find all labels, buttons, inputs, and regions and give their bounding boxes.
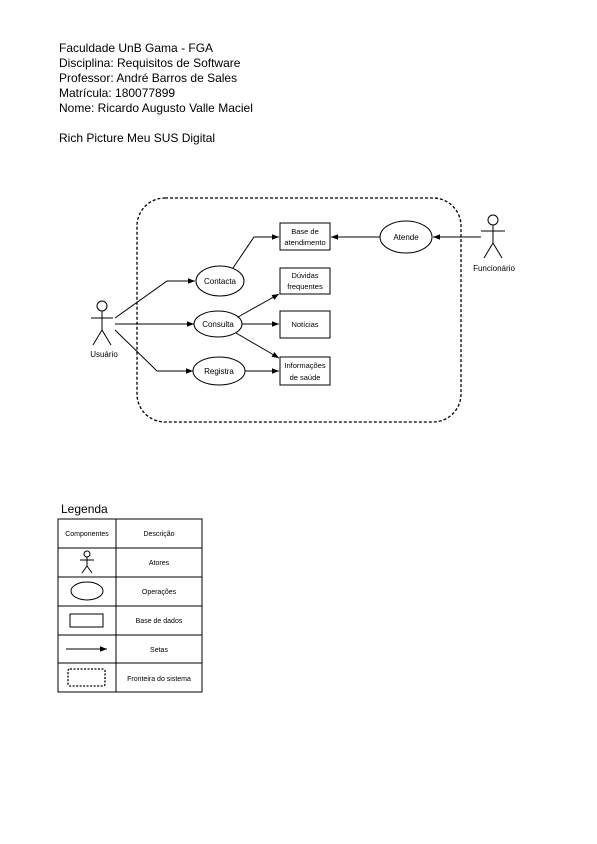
legend-row-arrows: Setas — [150, 647, 168, 654]
legend-row-database: Base de dados — [136, 618, 183, 625]
legend-actor-icon — [80, 550, 94, 574]
legend-row-operations: Operações — [142, 589, 177, 596]
contacta-label: Contacta — [204, 277, 237, 286]
header-discipline: Disciplina: Requisitos de Software — [59, 56, 241, 70]
atende-label: Atende — [393, 233, 419, 242]
usuario-label: Usuário — [90, 350, 118, 359]
registra-label: Registra — [204, 367, 234, 376]
base-atendimento-database — [279, 222, 331, 251]
arrow-usuario-registra — [114, 329, 193, 374]
legend-table: Componentes Descrição Atores Operações B… — [57, 518, 203, 693]
contacta-operation — [195, 265, 245, 297]
duvidas-label-1: Dúvidas — [291, 271, 318, 280]
legend-row-boundary: Fronteira do sistema — [127, 676, 191, 683]
legend-boundary-icon — [67, 668, 106, 687]
legend-database-icon — [69, 613, 104, 628]
arrow-usuario-contacta — [114, 278, 195, 319]
header-professor: Professor: André Barros de Sales — [59, 71, 238, 85]
noticias-database — [279, 310, 331, 339]
consulta-label: Consulta — [202, 320, 234, 329]
informacoes-label-1: Informações — [284, 361, 326, 370]
base-atendimento-label-2: atendimento — [284, 238, 325, 247]
header-name: Nome: Ricardo Augusto Valle Maciel — [59, 101, 253, 115]
document-title: Rich Picture Meu SUS Digital — [59, 131, 216, 145]
duvidas-database — [279, 267, 331, 295]
noticias-label: Notícias — [291, 320, 318, 329]
funcionario-label: Funcionário — [473, 264, 515, 273]
duvidas-label-2: frequentes — [287, 282, 323, 291]
rich-picture-diagram: Usuário Funcionário Contacta Consulta Re… — [90, 197, 515, 423]
legend-header-description: Descrição — [143, 531, 174, 538]
funcionario-actor-icon — [481, 214, 505, 259]
document-header: Faculdade UnB Gama - FGA Disciplina: Req… — [59, 41, 253, 146]
system-boundary — [136, 197, 462, 423]
informacoes-label-2: de saúde — [290, 373, 321, 382]
header-registration: Matrícula: 180077899 — [59, 86, 176, 100]
legend-header-components: Componentes — [65, 531, 109, 538]
legend-title: Legenda — [61, 502, 108, 516]
legend-operation-icon — [70, 581, 104, 601]
arrow-consulta-informacoes — [235, 332, 280, 359]
informacoes-database — [279, 356, 331, 386]
arrow-consulta-duvidas — [237, 293, 280, 318]
usuario-actor-icon — [91, 300, 113, 346]
base-atendimento-label-1: Base de — [291, 227, 319, 236]
header-institution: Faculdade UnB Gama - FGA — [59, 41, 214, 55]
legend-row-actors: Atores — [149, 560, 170, 567]
arrow-contacta-base — [232, 234, 279, 269]
